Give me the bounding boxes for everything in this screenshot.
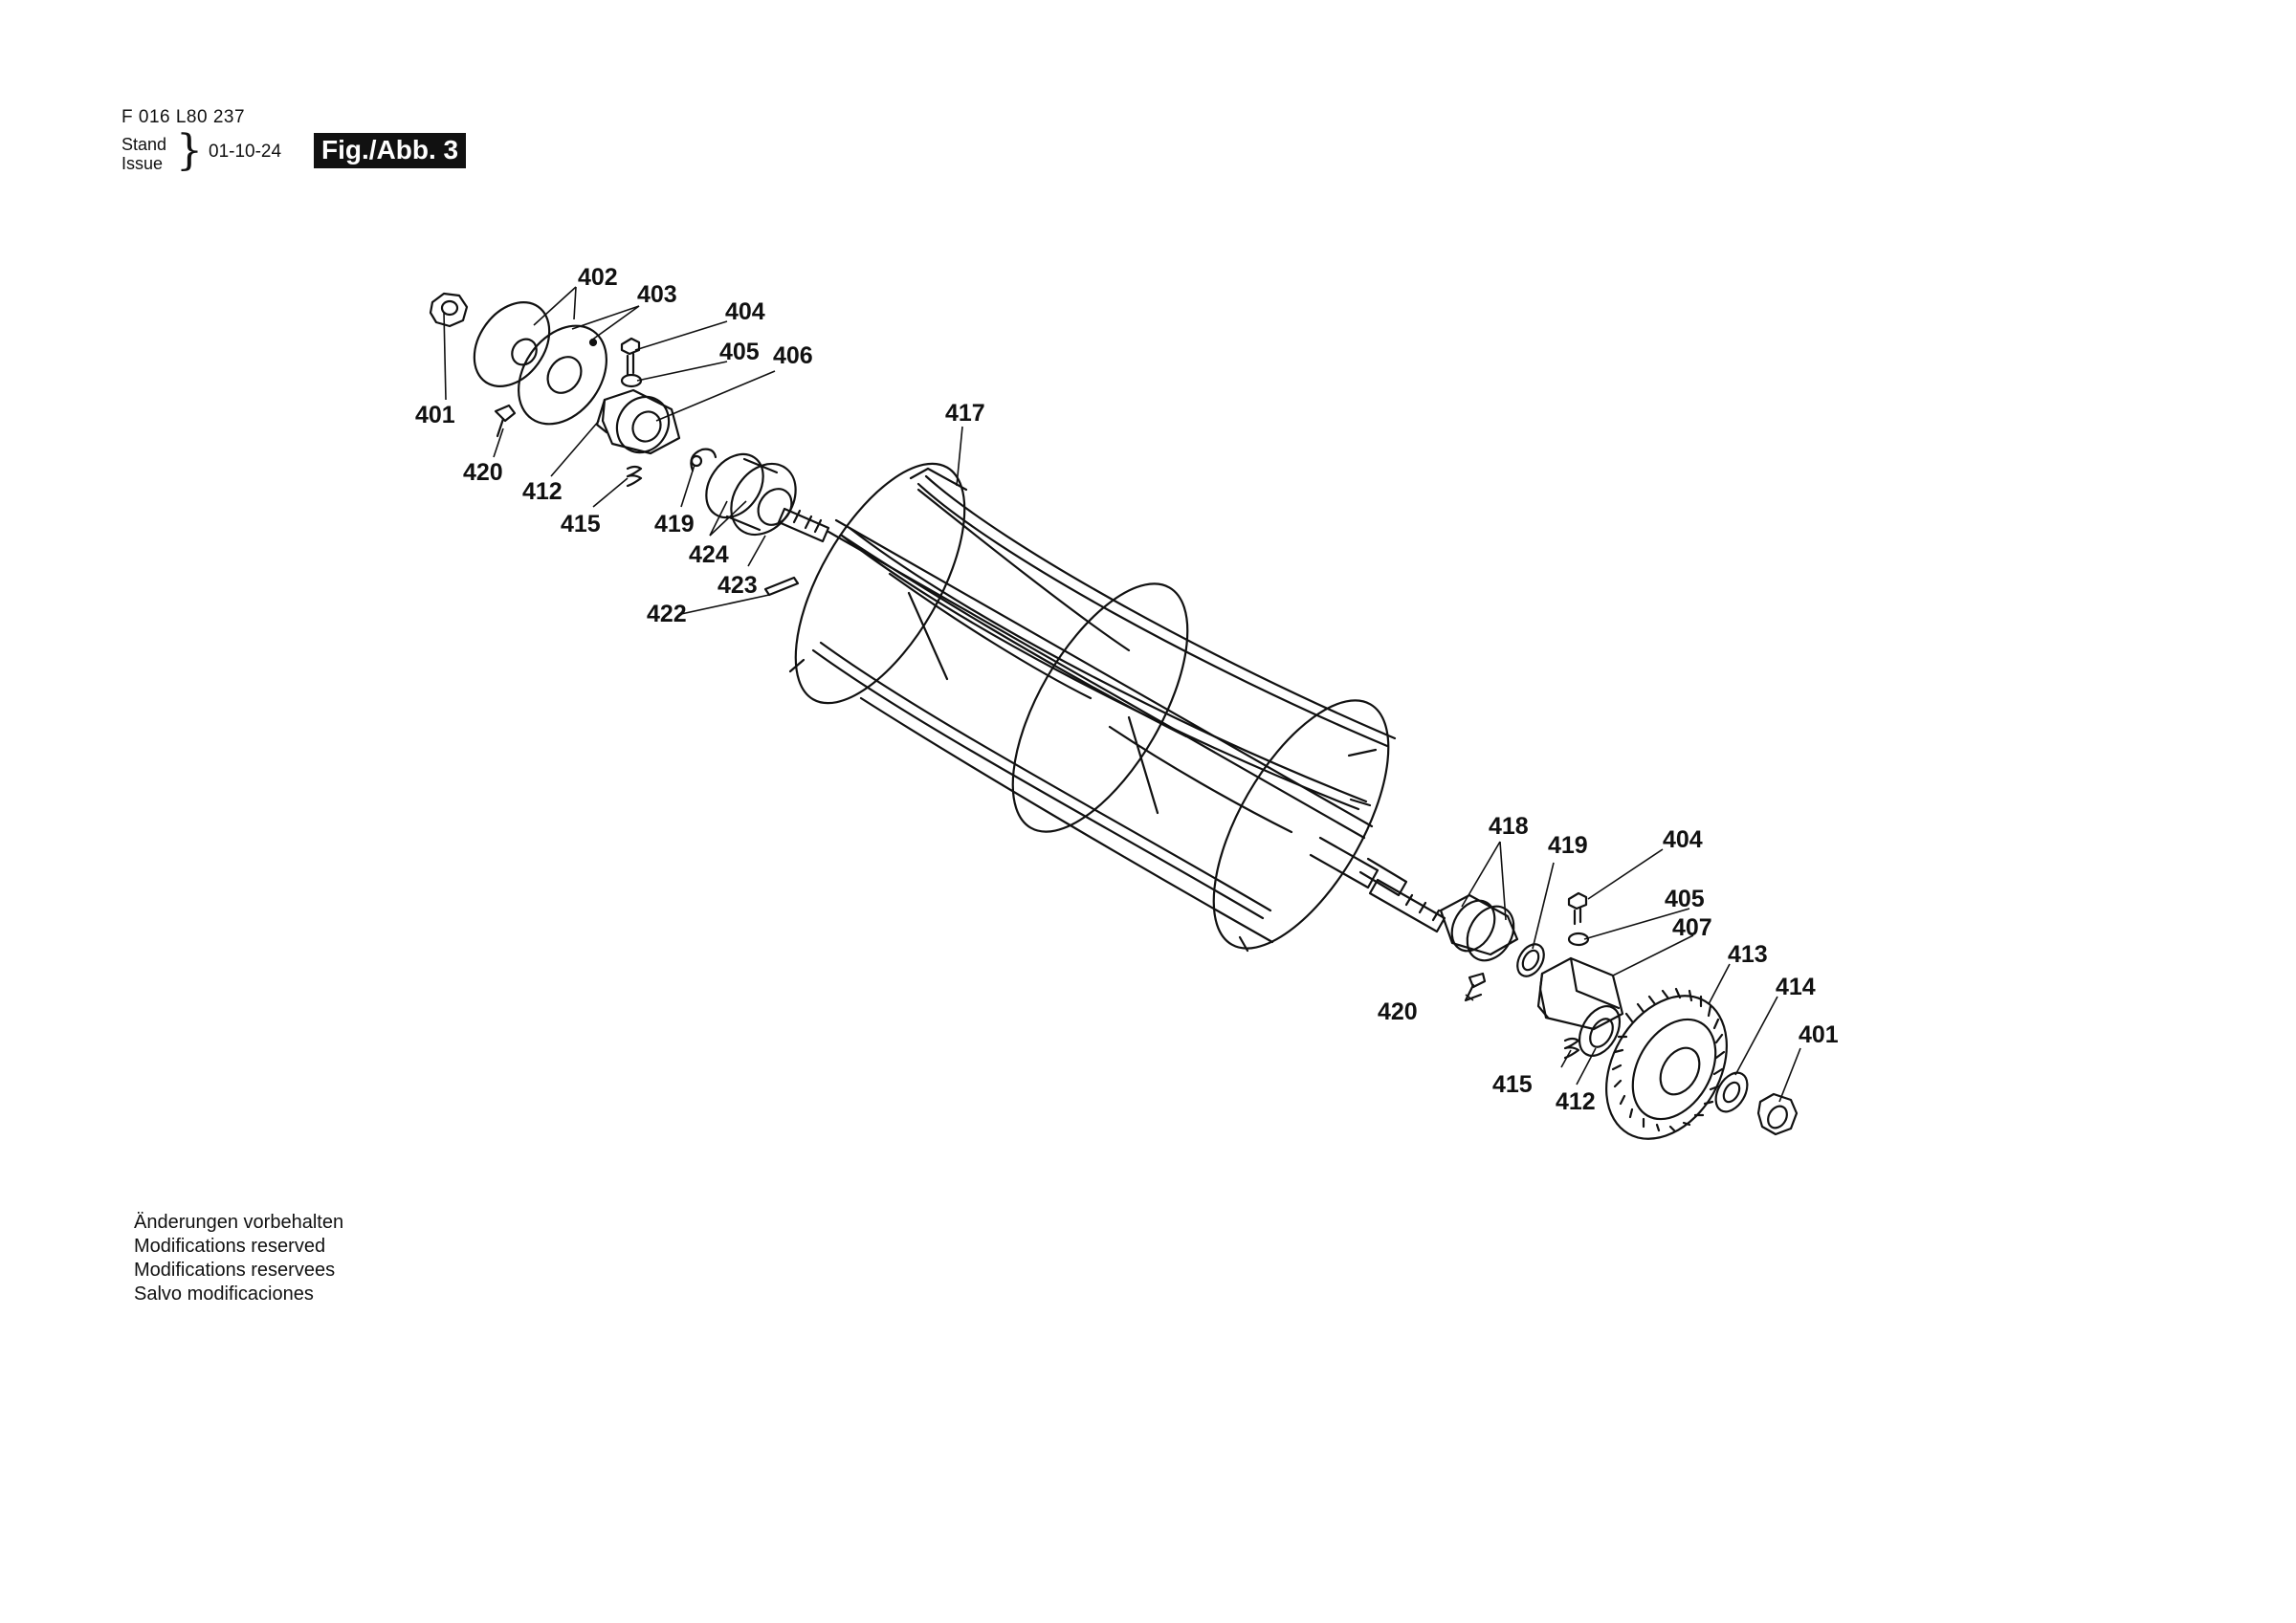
callout-405-right: 405 bbox=[1665, 886, 1705, 912]
callout-404-left: 404 bbox=[725, 298, 765, 325]
right-screw-404 bbox=[1567, 891, 1588, 926]
callout-413: 413 bbox=[1728, 941, 1768, 968]
callout-403: 403 bbox=[637, 281, 677, 308]
issue-date: 01-10-24 bbox=[209, 142, 282, 162]
issue-label: Issue bbox=[121, 154, 164, 173]
left-bearing-disc bbox=[518, 324, 607, 426]
right-washer-405 bbox=[1567, 932, 1590, 947]
callout-415-right: 415 bbox=[1492, 1071, 1533, 1098]
callout-404-right: 404 bbox=[1663, 826, 1703, 853]
note-english: Modifications reserved bbox=[134, 1236, 326, 1257]
callout-401-right: 401 bbox=[1799, 1021, 1839, 1048]
callout-420-left: 420 bbox=[463, 459, 503, 486]
callout-412-right: 412 bbox=[1556, 1088, 1596, 1115]
callout-420-right: 420 bbox=[1378, 998, 1418, 1025]
callout-406: 406 bbox=[773, 342, 813, 369]
note-spanish: Salvo modificaciones bbox=[134, 1283, 314, 1305]
right-seal-412 bbox=[1578, 1005, 1622, 1057]
modification-notes: Änderungen vorbehalten Modifications res… bbox=[134, 1211, 343, 1306]
key-422 bbox=[763, 576, 800, 597]
callout-414: 414 bbox=[1776, 974, 1816, 1000]
left-washer-405 bbox=[620, 373, 643, 388]
callout-417: 417 bbox=[945, 400, 985, 427]
callout-423: 423 bbox=[718, 572, 758, 599]
callout-424: 424 bbox=[689, 541, 729, 568]
drive-sprocket-413 bbox=[1605, 987, 1728, 1140]
left-nut bbox=[429, 292, 469, 328]
figure-tag: Fig./Abb. 3 bbox=[314, 133, 467, 168]
right-washer-414 bbox=[1714, 1071, 1749, 1113]
left-circlip-419 bbox=[690, 448, 718, 472]
right-pin-420 bbox=[1464, 972, 1487, 1002]
left-shaft-end bbox=[777, 507, 830, 543]
cutting-cylinder bbox=[788, 462, 1446, 953]
note-french: Modifications reservees bbox=[134, 1260, 336, 1281]
callout-401-left: 401 bbox=[415, 402, 455, 428]
left-washer-pulley bbox=[473, 301, 551, 387]
callout-418: 418 bbox=[1489, 813, 1529, 840]
note-german: Änderungen vorbehalten bbox=[134, 1212, 344, 1233]
callout-407: 407 bbox=[1672, 914, 1712, 941]
callout-419-right: 419 bbox=[1548, 832, 1588, 859]
left-spring-415 bbox=[626, 465, 643, 488]
left-screw-404 bbox=[620, 337, 641, 377]
callout-415-left: 415 bbox=[561, 511, 601, 537]
callout-405-left: 405 bbox=[719, 339, 760, 365]
callout-412-left: 412 bbox=[522, 478, 563, 505]
callout-422: 422 bbox=[647, 601, 687, 627]
right-bearing-housing-407 bbox=[1536, 956, 1624, 1031]
left-pin-420 bbox=[494, 404, 517, 438]
left-bearing-housing bbox=[595, 388, 681, 455]
right-circlip-419 bbox=[1516, 943, 1545, 977]
brace-glyph: } bbox=[176, 126, 203, 175]
callout-402: 402 bbox=[578, 264, 618, 291]
document-number: F 016 L80 237 bbox=[121, 107, 246, 127]
left-bearing-424 bbox=[705, 452, 797, 537]
right-bearing-418 bbox=[1439, 893, 1519, 962]
right-nut-401 bbox=[1756, 1092, 1799, 1136]
right-spring-415 bbox=[1563, 1037, 1580, 1060]
stand-issue-label: Stand Issue bbox=[121, 135, 166, 173]
callout-419-left: 419 bbox=[654, 511, 695, 537]
stand-label: Stand bbox=[121, 135, 167, 154]
